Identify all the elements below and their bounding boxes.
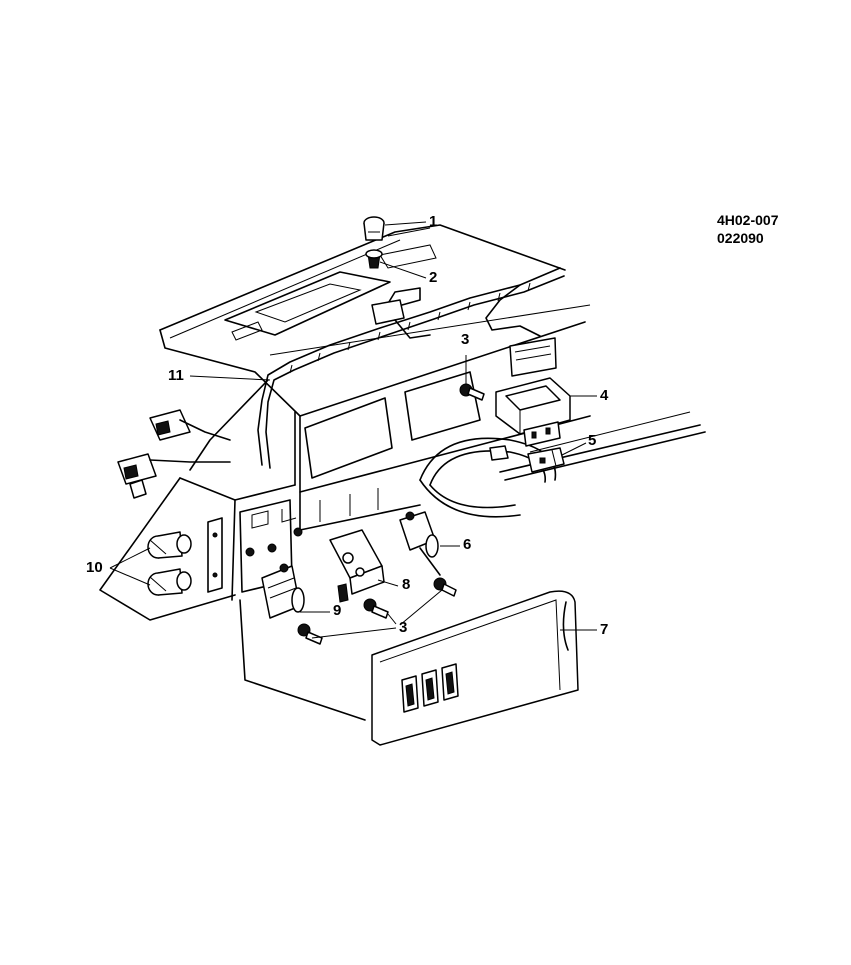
screw-part-3-upper <box>459 383 485 401</box>
steering-wheel <box>419 437 557 518</box>
callout-7: 7 <box>600 621 609 638</box>
knob-part-10-lower <box>147 568 192 596</box>
callout-6: 6 <box>463 536 472 553</box>
callout-10: 10 <box>86 559 103 576</box>
side-panel <box>99 477 366 721</box>
callout-11: 11 <box>168 367 184 384</box>
actuator-part-8 <box>329 529 385 603</box>
trim-bezel-part-7 <box>371 590 579 746</box>
drawing-code-line-1: 4H02-007 <box>717 212 779 228</box>
callout-3-upper: 3 <box>461 331 470 348</box>
actuator-part-6 <box>399 511 441 576</box>
leader-lines <box>109 221 597 639</box>
grommet-plate <box>207 517 223 593</box>
callout-5: 5 <box>588 432 597 449</box>
actuator-part-9 <box>261 563 305 619</box>
clip-part-2 <box>365 249 383 269</box>
callout-1: 1 <box>429 213 438 230</box>
callout-3-lower: 3 <box>399 619 408 636</box>
drawing-code-line-2: 022090 <box>717 230 764 246</box>
knob-part-10-upper <box>147 531 192 559</box>
callout-2: 2 <box>429 269 438 286</box>
sensor-part-1 <box>363 216 385 241</box>
left-connectors <box>117 409 231 499</box>
callout-4: 4 <box>600 387 609 404</box>
screws-part-3-lower <box>245 527 457 645</box>
switch-part-5 <box>527 447 565 473</box>
control-module-part-4 <box>495 337 571 447</box>
dash-pad <box>159 224 591 486</box>
defroster-grille <box>224 227 437 341</box>
callout-8: 8 <box>402 576 411 593</box>
wiring-harness-part-11 <box>189 267 565 471</box>
callout-9: 9 <box>333 602 342 619</box>
